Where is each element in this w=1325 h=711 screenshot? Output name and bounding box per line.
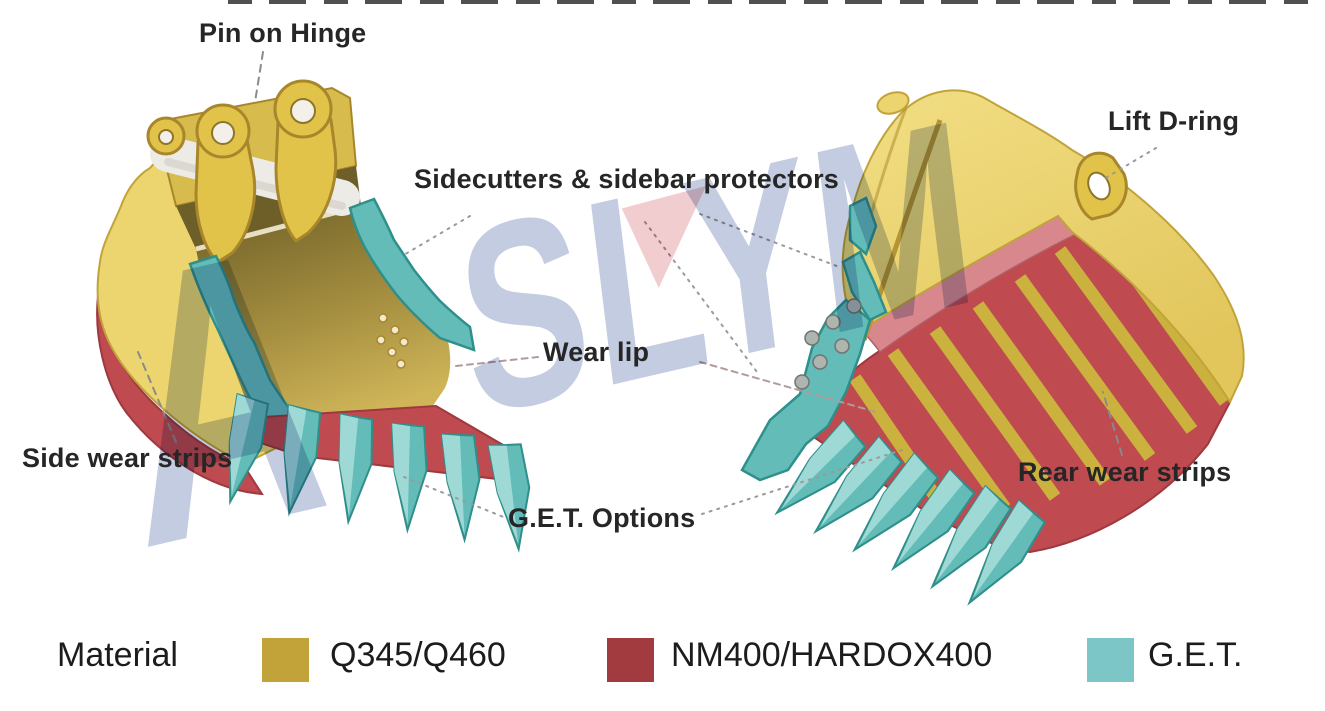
callout-rear-wear-strips: Rear wear strips bbox=[1018, 457, 1232, 487]
callout-side-wear-strips: Side wear strips bbox=[22, 443, 233, 473]
callout-get-options: G.E.T. Options bbox=[508, 503, 696, 533]
cropped-text-fragments bbox=[228, 0, 1310, 4]
callout-wear-lip: Wear lip bbox=[543, 337, 650, 367]
callout-lift-d-ring: Lift D-ring bbox=[1108, 106, 1240, 136]
legend-title: Material bbox=[57, 636, 178, 674]
legend-swatch-get bbox=[1087, 638, 1134, 682]
legend-swatch-nm400 bbox=[607, 638, 654, 682]
lip-bolt-holes bbox=[376, 313, 409, 369]
legend-label-q345: Q345/Q460 bbox=[330, 636, 506, 674]
front-bucket-illustration bbox=[96, 79, 537, 553]
sidebar-protector-mid bbox=[841, 250, 888, 322]
bucket-illustrations bbox=[96, 51, 1245, 615]
shell-top-bump bbox=[876, 91, 910, 115]
legend-swatch-q345 bbox=[262, 638, 309, 682]
callout-sidecutters: Sidecutters & sidebar protectors bbox=[414, 164, 840, 194]
front-left-sidecutter bbox=[188, 254, 304, 444]
sidebar-protector-upper bbox=[848, 196, 878, 257]
hinge-lug-left-ear bbox=[146, 116, 186, 156]
legend-label-nm400: NM400/HARDOX400 bbox=[671, 636, 993, 674]
callout-pin-on-hinge: Pin on Hinge bbox=[199, 18, 367, 48]
hinge-lug-middle bbox=[194, 103, 257, 264]
lift-d-ring-lug bbox=[1074, 151, 1128, 221]
rear-bucket-illustration bbox=[740, 89, 1245, 615]
hinge-lug-right bbox=[273, 79, 338, 243]
legend-label-get: G.E.T. bbox=[1148, 636, 1243, 674]
front-right-sidecutter bbox=[348, 197, 476, 352]
protector-rivets bbox=[794, 298, 862, 390]
